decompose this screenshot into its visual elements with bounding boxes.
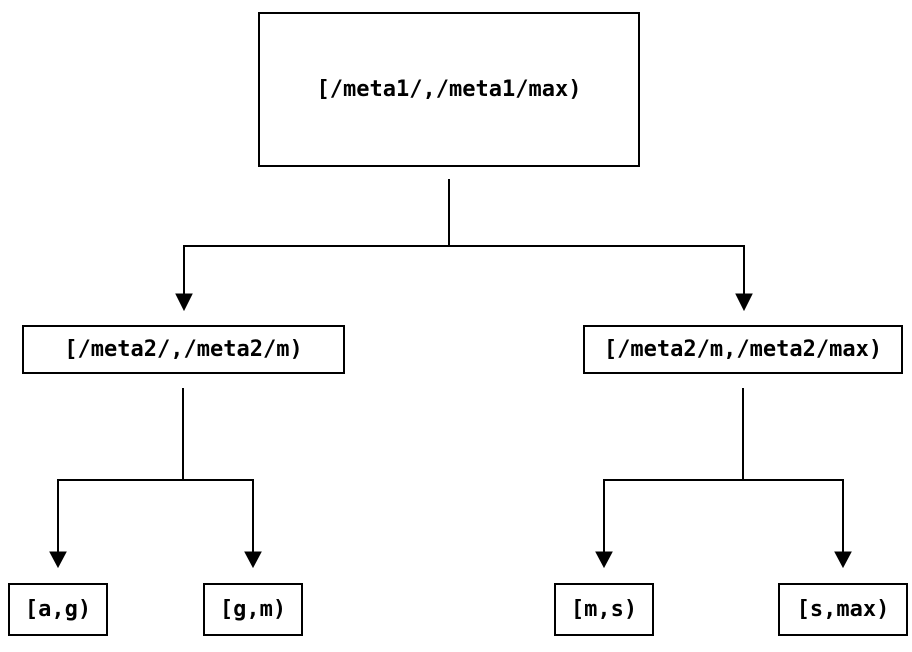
node-leaf-a-g-label: [a,g): [24, 597, 92, 622]
edge-root-to-meta2-low: [175, 179, 450, 312]
arrow-down-icon: [735, 293, 753, 312]
node-leaf-g-m-label: [g,m): [219, 597, 287, 622]
edge-meta2-high-to-leaf-m-s: [595, 388, 744, 569]
node-root: [/meta1/,/meta1/max): [258, 12, 640, 167]
node-leaf-s-max-label: [s,max): [796, 597, 890, 622]
node-leaf-m-s: [m,s): [554, 583, 654, 636]
arrow-down-icon: [595, 551, 613, 569]
node-meta2-low-label: [/meta2/,/meta2/m): [64, 337, 303, 362]
arrow-down-icon: [244, 551, 262, 569]
node-meta2-high: [/meta2/m,/meta2/max): [583, 325, 903, 374]
node-meta2-high-label: [/meta2/m,/meta2/max): [603, 337, 883, 362]
node-leaf-a-g: [a,g): [8, 583, 108, 636]
edge-meta2-low-to-leaf-g-m: [182, 388, 262, 569]
edge-root-to-meta2-high: [448, 179, 753, 312]
node-leaf-s-max: [s,max): [778, 583, 908, 636]
node-root-label: [/meta1/,/meta1/max): [316, 77, 582, 102]
node-leaf-m-s-label: [m,s): [570, 597, 638, 622]
arrow-down-icon: [834, 551, 852, 569]
node-leaf-g-m: [g,m): [203, 583, 303, 636]
edge-meta2-low-to-leaf-a-g: [49, 388, 184, 569]
arrow-down-icon: [175, 293, 193, 312]
edge-meta2-high-to-leaf-s-max: [742, 388, 852, 569]
node-meta2-low: [/meta2/,/meta2/m): [22, 325, 345, 374]
arrow-down-icon: [49, 551, 67, 569]
